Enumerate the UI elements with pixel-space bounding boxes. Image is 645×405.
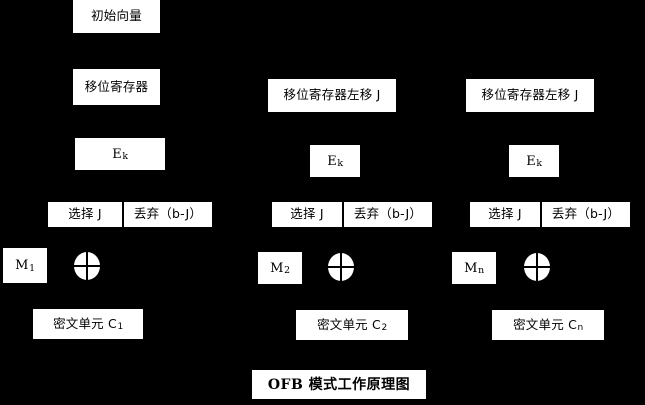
encrypt-label-base: E xyxy=(327,153,337,169)
encrypt-label-base: E xyxy=(112,146,122,162)
encrypt-label-sub: k xyxy=(122,151,129,163)
xor-circle-icon-stage-2 xyxy=(328,253,354,281)
ciphertext-label-sub: 2 xyxy=(381,322,388,333)
xor-vertical-line xyxy=(340,253,342,281)
select-box-stage-2: 选择 J xyxy=(272,202,342,227)
plaintext-label-sub: 2 xyxy=(284,265,291,277)
ciphertext-label-sub: 1 xyxy=(117,321,124,332)
discard-box-stage-2: 丢弃（b-J） xyxy=(344,202,432,227)
plaintext-label-sub: n xyxy=(478,265,485,277)
shift-register-box-stage-n: 移位寄存器左移 J xyxy=(466,79,594,112)
plaintext-label-base: M xyxy=(464,260,478,276)
select-box-stage-n: 选择 J xyxy=(470,202,540,227)
xor-vertical-line xyxy=(536,253,538,281)
xor-vertical-line xyxy=(86,252,88,280)
encrypt-label-sub: k xyxy=(337,158,344,170)
shift-register-box-stage-2: 移位寄存器左移 J xyxy=(268,79,396,112)
discard-box-stage-n: 丢弃（b-J） xyxy=(542,202,630,227)
ciphertext-label-base: 密文单元 C xyxy=(317,316,381,332)
xor-circle-icon-stage-1 xyxy=(74,252,100,280)
ciphertext-label-base: 密文单元 C xyxy=(53,315,117,331)
initial-vector-box: 初始向量 xyxy=(73,0,160,33)
discard-box-stage-1: 丢弃（b-J） xyxy=(124,202,212,227)
shift-register-box-stage-1: 移位寄存器 xyxy=(73,69,160,105)
ciphertext-label-sub: n xyxy=(577,322,584,333)
encrypt-label-base: E xyxy=(526,153,536,169)
select-box-stage-1: 选择 J xyxy=(48,202,122,227)
encrypt-label-sub: k xyxy=(536,158,543,170)
diagram-title-box: OFB 模式工作原理图 xyxy=(252,370,426,399)
plaintext-label-base: M xyxy=(270,260,284,276)
ciphertext-label-base: 密文单元 C xyxy=(513,316,577,332)
xor-circle-icon-stage-n xyxy=(524,253,550,281)
plaintext-label-sub: 1 xyxy=(29,262,36,274)
plaintext-label-base: M xyxy=(15,258,29,273)
